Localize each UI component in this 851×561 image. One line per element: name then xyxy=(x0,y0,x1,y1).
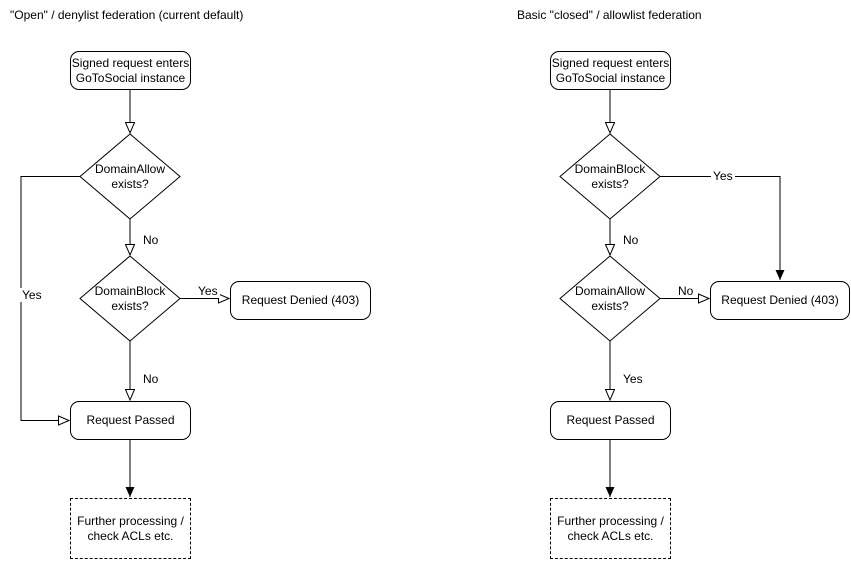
left-passed-node: Request Passed xyxy=(70,401,191,440)
left-decision-domainblock-diamond xyxy=(79,255,181,342)
right-denied-node-label: Request Denied (403) xyxy=(721,293,839,307)
right-decision-domainallow-diamond xyxy=(559,255,661,342)
left-denied-node: Request Denied (403) xyxy=(230,281,371,320)
left-start-node-label: Signed request enters GoToSocial instanc… xyxy=(71,55,190,85)
right-start-node: Signed request enters GoToSocial instanc… xyxy=(550,51,671,90)
right-decision-domainblock-diamond xyxy=(559,133,661,220)
right-further-processing-label: Further processing / check ACLs etc. xyxy=(557,513,664,543)
left-decision2-no-label: No xyxy=(141,372,161,386)
left-decision1-yes-label: Yes xyxy=(20,288,44,302)
right-passed-node: Request Passed xyxy=(550,401,671,440)
right-decision2-no-label: No xyxy=(676,284,696,298)
right-passed-node-label: Request Passed xyxy=(566,413,655,427)
left-chart-title: "Open" / denylist federation (current de… xyxy=(10,8,244,22)
right-further-processing-node: Further processing / check ACLs etc. xyxy=(550,498,671,559)
left-further-processing-node: Further processing / check ACLs etc. xyxy=(70,498,191,559)
left-further-processing-label: Further processing / check ACLs etc. xyxy=(77,513,184,543)
right-denied-node: Request Denied (403) xyxy=(710,281,850,320)
right-decision2-yes-label: Yes xyxy=(621,372,645,386)
right-decision1-yes-label: Yes xyxy=(711,169,735,183)
left-decision2-yes-label: Yes xyxy=(196,284,220,298)
left-start-node: Signed request enters GoToSocial instanc… xyxy=(70,51,191,90)
left-decision-domainallow-diamond xyxy=(79,133,181,220)
right-edge-decision1-yes xyxy=(660,176,785,280)
right-decision1-no-label: No xyxy=(621,233,641,247)
right-start-node-label: Signed request enters GoToSocial instanc… xyxy=(551,55,670,85)
left-passed-node-label: Request Passed xyxy=(86,413,175,427)
left-denied-node-label: Request Denied (403) xyxy=(241,293,360,307)
left-decision1-no-label: No xyxy=(141,233,161,247)
right-chart-title: Basic "closed" / allowlist federation xyxy=(517,8,702,22)
